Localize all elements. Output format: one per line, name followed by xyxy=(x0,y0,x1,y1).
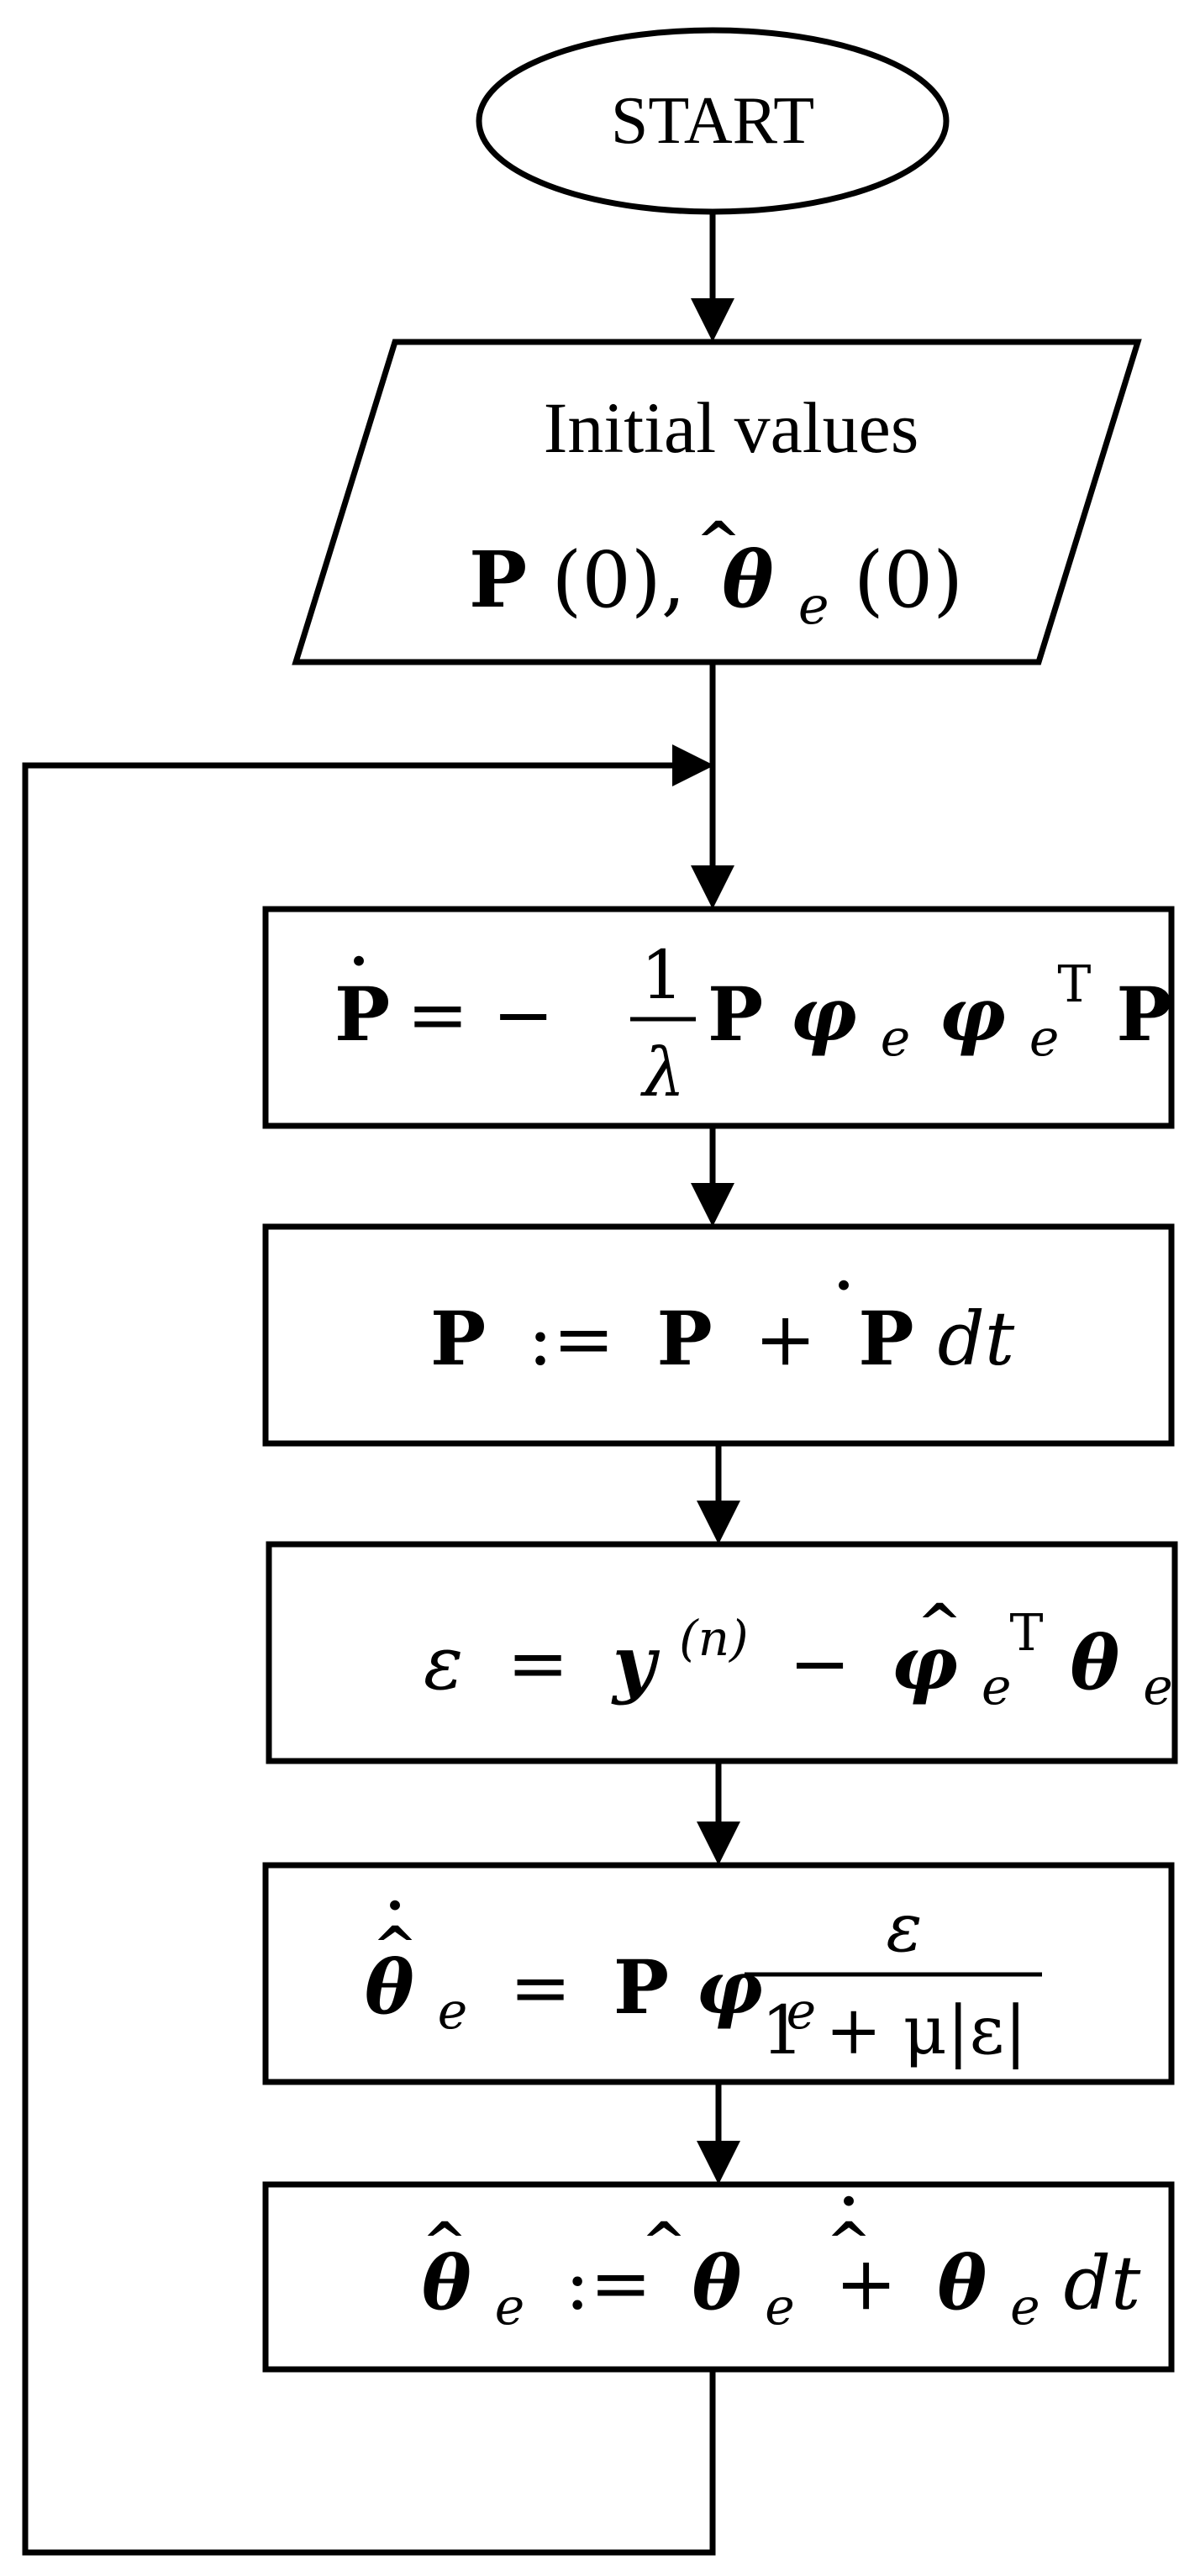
start-ellipse xyxy=(476,27,950,215)
step5-dt: dt xyxy=(1064,2240,1141,2326)
init-formula: P (0), θ e (0) xyxy=(469,534,963,642)
step4-phi: φ xyxy=(696,1943,763,2031)
step4-sub-e: e xyxy=(438,1982,468,2041)
step4-eq: = xyxy=(509,1944,571,2031)
step4-node: θ e = P φ e ^ · ε 1 + μ|ε| xyxy=(262,1862,1175,2085)
step1-node: P · = − 1 λ P φ e φ e T P xyxy=(262,906,1175,1129)
step3-sub-e: e xyxy=(982,1658,1012,1716)
init-theta: θ xyxy=(722,534,773,625)
step1-sub-e2: e xyxy=(1029,1009,1060,1068)
init-sub-e: e xyxy=(798,575,829,636)
step5-sub-e: e xyxy=(495,2278,525,2337)
step2-plus: + xyxy=(755,1296,817,1382)
step5-theta3-dot: · xyxy=(839,2170,858,2233)
init-node: Initial values P (0), θ e (0) ^ xyxy=(292,339,1142,665)
step3-node: ε = y (n) − φ e T θ e ^ xyxy=(266,1541,1178,1764)
step5-sub-e2: e xyxy=(765,2278,795,2337)
step1-P: P xyxy=(708,970,763,1058)
step2-assign: := xyxy=(528,1296,614,1382)
arrowhead-step2 xyxy=(691,1183,734,1227)
init-theta-hat: ^ xyxy=(696,510,741,573)
step5-sub-e3: e xyxy=(1010,2278,1040,2337)
step3-box xyxy=(266,1541,1178,1764)
step4-theta: θ xyxy=(365,1943,414,2031)
step4-theta-hat: ^ xyxy=(372,1915,418,1978)
step5-node: θ e := θ e + θ e dt ^ ^ ^ · xyxy=(262,2170,1175,2373)
step1-rhs: P φ e φ e T P xyxy=(708,933,1172,1073)
step2-dot: · xyxy=(834,1254,853,1317)
step4-lhs: θ e = P φ e xyxy=(365,1943,816,2046)
step3-phi: φ xyxy=(891,1619,958,1706)
step4-frac-num: ε xyxy=(887,1889,923,1967)
init-zero-b: (0) xyxy=(854,535,963,625)
step1-sub-e: e xyxy=(881,1009,911,1068)
step3-y: y xyxy=(611,1619,661,1706)
step3-sup-T: T xyxy=(1010,1604,1044,1663)
arrowhead-step4 xyxy=(697,1822,740,1865)
arrowhead-init xyxy=(691,298,734,342)
step3-eps: ε xyxy=(424,1620,463,1706)
arrowhead-step3 xyxy=(697,1501,740,1544)
init-parallelogram xyxy=(292,339,1142,665)
step5-assign: := xyxy=(565,2240,651,2326)
step2-dt: dt xyxy=(938,1296,1015,1382)
step3-sub-e2: e xyxy=(1143,1658,1173,1716)
step3-theta: θ xyxy=(1071,1619,1120,1706)
step5-theta: θ xyxy=(422,2239,471,2326)
step3-sup-n: (n) xyxy=(679,1610,749,1667)
edges xyxy=(22,212,740,2556)
edge-loop-back xyxy=(22,762,716,2556)
step1-box xyxy=(262,906,1175,1129)
step4-sub-e2: e xyxy=(787,1982,817,2041)
arrowhead-step5 xyxy=(697,2141,740,2184)
arrowhead-loop xyxy=(672,744,714,786)
step5-theta2: θ xyxy=(692,2239,742,2326)
step1-phi: φ xyxy=(790,970,857,1058)
init-P: P xyxy=(469,534,527,625)
step1-phi2: φ xyxy=(939,970,1006,1058)
step1-frac-den: λ xyxy=(640,1033,686,1112)
step3-minus: − xyxy=(789,1620,851,1706)
step1-dot: · xyxy=(350,930,368,993)
start-node: START xyxy=(476,27,950,215)
step2-box xyxy=(262,1223,1175,1447)
step5-theta-hat: ^ xyxy=(422,2211,467,2274)
step5-theta3: θ xyxy=(937,2239,987,2326)
step1-frac-num: 1 xyxy=(641,936,684,1014)
step4-theta-dot: · xyxy=(386,1874,404,1937)
init-zero-a: (0), xyxy=(551,535,686,625)
step3-theta-hat: ^ xyxy=(917,1592,962,1655)
step2-P-dot: P xyxy=(858,1295,913,1382)
step3-formula: ε = y (n) − φ e T θ e xyxy=(424,1581,1173,1722)
step2-P: P xyxy=(430,1295,486,1382)
step1-sup-T: T xyxy=(1057,955,1091,1014)
step4-P: P xyxy=(613,1943,669,2031)
init-label: Initial values xyxy=(544,387,919,468)
arrowhead-step1 xyxy=(691,865,734,909)
step5-theta2-hat: ^ xyxy=(641,2211,687,2274)
step2-node: P := P + P dt · xyxy=(262,1223,1175,1447)
step1-P2: P xyxy=(1116,970,1171,1058)
step5-formula: θ e := θ e + θ e dt xyxy=(422,2239,1141,2342)
step3-eq: = xyxy=(507,1620,569,1706)
step5-plus: + xyxy=(835,2240,897,2326)
step2-P2: P xyxy=(657,1295,713,1382)
step5-box xyxy=(262,2181,1175,2373)
step4-frac-den: 1 + μ|ε| xyxy=(761,1991,1027,2069)
step1-P-dot: P xyxy=(334,970,390,1058)
step1-eq-minus: = − xyxy=(407,971,554,1058)
start-label: START xyxy=(611,84,814,158)
step2-formula: P := P + P dt xyxy=(430,1295,1015,1382)
step5-theta3-hat: ^ xyxy=(826,2211,871,2274)
